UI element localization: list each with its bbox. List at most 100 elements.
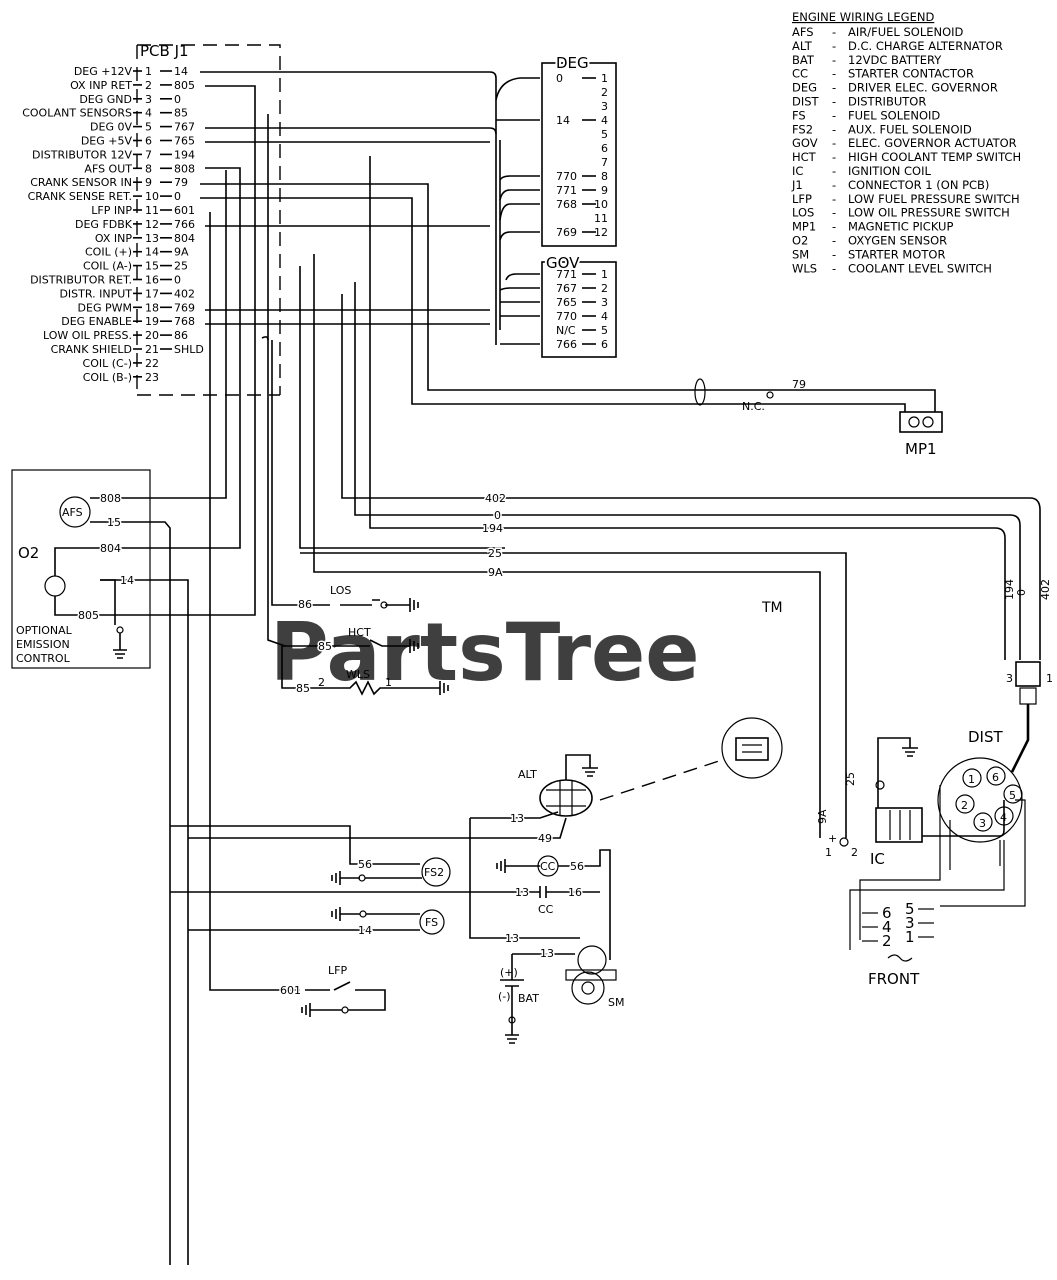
pcb-wire-number: 0 xyxy=(174,190,181,203)
deg-pin-number: 11 xyxy=(594,212,608,225)
front-pin-right: 5 xyxy=(905,900,915,918)
svg-text:13: 13 xyxy=(540,947,554,960)
svg-text:194: 194 xyxy=(482,522,503,535)
legend-code: LOS xyxy=(792,206,814,220)
legend-dash: - xyxy=(832,247,836,261)
pcb-wire-number: 14 xyxy=(174,65,188,78)
pcb-pin-number: 8 xyxy=(145,162,152,175)
legend-desc: DRIVER ELEC. GOVERNOR xyxy=(848,81,998,95)
pcb-pin-number: 9 xyxy=(145,176,152,189)
pcb-wire-number: 808 xyxy=(174,162,195,175)
pcb-pin-number: 14 xyxy=(145,246,159,259)
alt-label: ALT xyxy=(518,768,537,781)
deg-wire-number: 770 xyxy=(556,170,577,183)
legend-dash: - xyxy=(832,53,836,67)
pcb-pin-name: DISTRIBUTOR 12V xyxy=(32,148,132,161)
svg-text:808: 808 xyxy=(100,492,121,505)
trunk-wires xyxy=(209,114,1041,991)
legend-desc: FUEL SOLENOID xyxy=(848,108,940,122)
mp1-magnetic-pickup: 79 N.C. MP1 xyxy=(200,183,943,458)
pcb-pin-number: 10 xyxy=(145,190,159,203)
front-pin-left: 4 xyxy=(882,918,892,936)
pcb-pin-name: DEG PWM xyxy=(78,301,132,314)
deg-pin-number: 5 xyxy=(601,128,608,141)
svg-text:(-): (-) xyxy=(498,990,511,1003)
front-pin-left: 2 xyxy=(882,932,892,950)
legend-code: GOV xyxy=(792,136,818,150)
pcb-pin-name: OX INP xyxy=(95,232,132,245)
engine-wiring-legend: ENGINE WIRING LEGEND AFS-AIR/FUEL SOLENO… xyxy=(791,10,1021,275)
svg-text:86: 86 xyxy=(298,598,312,611)
legend-dash: - xyxy=(832,150,836,164)
svg-text:FS: FS xyxy=(425,916,438,929)
pcb-pin-number: 23 xyxy=(145,371,159,384)
svg-text:56: 56 xyxy=(570,860,584,873)
dist-terminal xyxy=(962,768,982,788)
legend-code: FS xyxy=(792,108,806,122)
pcb-pin-name: DEG ENABLE xyxy=(61,315,132,328)
legend-dash: - xyxy=(832,81,836,95)
svg-text:601: 601 xyxy=(280,984,301,997)
pcb-pin-name: AFS OUT xyxy=(84,162,132,175)
legend-desc: MAGNETIC PICKUP xyxy=(848,220,953,234)
svg-text:+: + xyxy=(828,832,837,845)
front-pin-left: 6 xyxy=(882,904,892,922)
legend-title: ENGINE WIRING LEGEND xyxy=(792,10,934,24)
svg-text:16: 16 xyxy=(568,886,582,899)
mp1-body xyxy=(899,411,943,433)
svg-text:402: 402 xyxy=(1039,579,1052,600)
legend-desc: STARTER MOTOR xyxy=(848,247,945,261)
o2-sensor-icon xyxy=(44,575,66,597)
svg-text:1: 1 xyxy=(1046,672,1053,685)
dist-terminal xyxy=(973,812,993,832)
alternator: ALT 13 49 xyxy=(188,717,783,847)
gov-wire-number: N/C xyxy=(556,324,576,337)
svg-text:1: 1 xyxy=(385,676,392,689)
pcb-wire-number: 85 xyxy=(174,107,188,120)
svg-text:AFS: AFS xyxy=(62,506,83,519)
coolant-oil-switches: LOS 86 HCT 85 WLS 85 2 1 xyxy=(281,584,449,697)
low-fuel-pressure-switch: LFP 601 xyxy=(279,964,386,1017)
legend-desc: ELEC. GOVERNOR ACTUATOR xyxy=(848,136,1017,150)
pcb-pin-name: COIL (+) xyxy=(85,246,132,259)
gov-pin-number: 3 xyxy=(601,296,608,309)
sm-label: SM xyxy=(608,996,624,1009)
ic-body xyxy=(875,807,923,843)
pcb-pin-number: 20 xyxy=(145,329,159,342)
legend-code: LFP xyxy=(792,192,812,206)
deg-pin-number: 7 xyxy=(601,156,608,169)
svg-text:9A: 9A xyxy=(816,809,829,824)
afs-solenoid-icon xyxy=(59,496,91,528)
svg-text:402: 402 xyxy=(485,492,506,505)
legend-desc: IGNITION COIL xyxy=(848,164,931,178)
legend-desc: DISTRIBUTOR xyxy=(848,95,926,109)
svg-text:49: 49 xyxy=(538,832,552,845)
pcb-pin-number: 13 xyxy=(145,232,159,245)
gov-wire-number: 766 xyxy=(556,338,577,351)
gov-pin-number: 6 xyxy=(601,338,608,351)
deg-gov-harness xyxy=(200,71,540,345)
svg-text:79: 79 xyxy=(792,378,806,391)
pcb-pin-name: DEG GND xyxy=(79,93,132,106)
pcb-pin-number: 5 xyxy=(145,121,152,134)
svg-text:14: 14 xyxy=(358,924,372,937)
legend-dash: - xyxy=(832,39,836,53)
emission-box xyxy=(11,469,151,669)
legend-desc: D.C. CHARGE ALTERNATOR xyxy=(848,39,1003,53)
dist-terminal xyxy=(1003,784,1023,804)
legend-dash: - xyxy=(832,192,836,206)
legend-desc: AUX. FUEL SOLENOID xyxy=(848,122,972,136)
svg-text:56: 56 xyxy=(358,858,372,871)
legend-code: CC xyxy=(792,67,808,81)
svg-text:0: 0 xyxy=(494,509,501,522)
fuel-solenoid: 14 FS xyxy=(188,907,445,939)
fs2-cc-section: 56 FS2 CC 56 13 16 CC xyxy=(170,825,611,960)
pcb-wire-number: 0 xyxy=(174,274,181,287)
legend-dash: - xyxy=(832,234,836,248)
pcb-pin-name: COIL (B-) xyxy=(83,371,132,384)
legend-code: IC xyxy=(792,164,803,178)
gov-box xyxy=(541,261,617,358)
